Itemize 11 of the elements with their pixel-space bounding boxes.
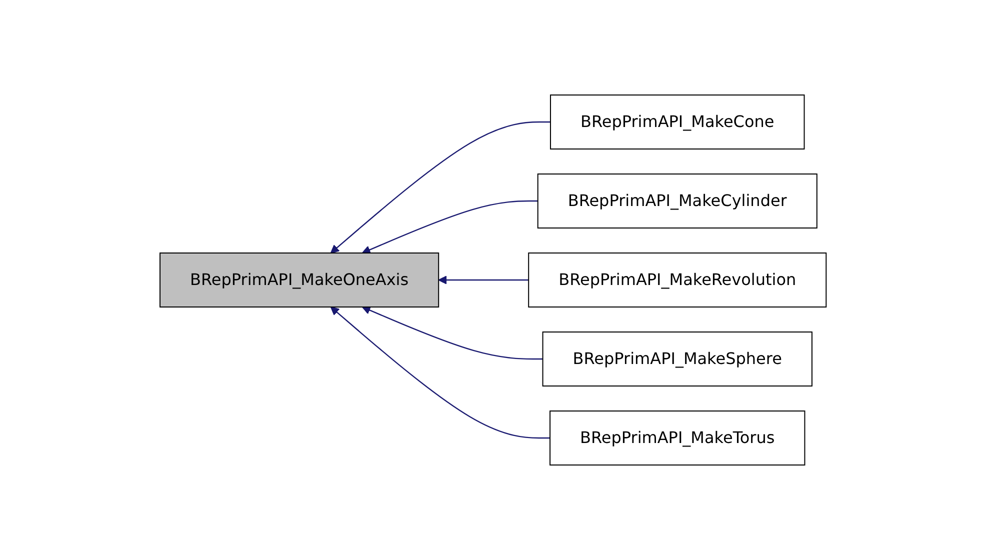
arrow xyxy=(438,275,529,284)
node-box: BRepPrimAPI_MakeCylinder xyxy=(537,173,818,228)
arrow xyxy=(362,200,538,254)
node-box: BRepPrimAPI_MakeSphere xyxy=(542,331,812,386)
node-box: BRepPrimAPI_MakeOneAxis xyxy=(159,252,440,307)
arrow xyxy=(330,306,550,438)
node-box: BRepPrimAPI_MakeRevolution xyxy=(528,252,827,307)
node-box: BRepPrimAPI_MakeTorus xyxy=(549,410,806,465)
arrow xyxy=(330,120,550,253)
arrow xyxy=(362,306,543,360)
node-box: BRepPrimAPI_MakeCone xyxy=(550,94,805,149)
